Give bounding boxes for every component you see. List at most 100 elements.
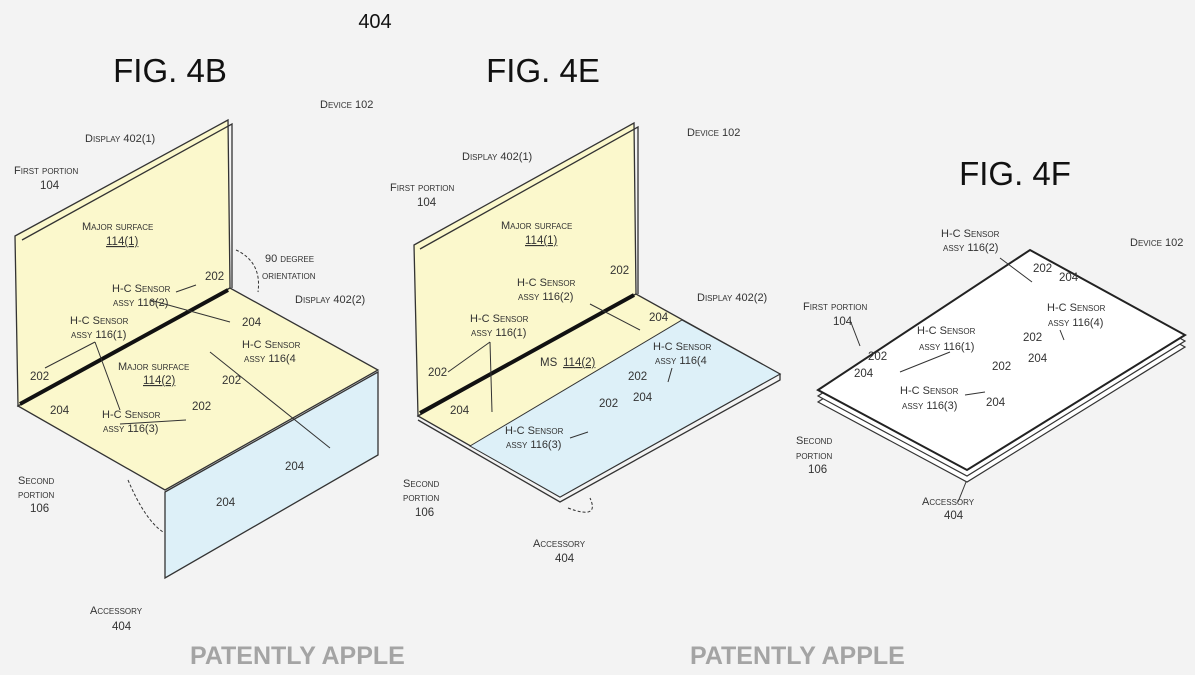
label: portion [403,492,440,504]
label: 202 [992,361,1011,373]
label: Accessory [922,496,975,508]
figure-4e-labels: Device 102 Display 402(1) First portion … [390,127,767,565]
label: portion [18,489,55,501]
label: assy 116(4) [1048,317,1103,329]
label: assy 116(3) [103,423,158,435]
label: 204 [633,392,653,404]
label: 204 [986,397,1006,409]
label: assy 116(1) [71,329,126,341]
label: 204 [854,368,874,380]
figure-4f-labels: Device 102 H-C Sensor assy 116(2) 202 20… [796,228,1183,522]
label: 114(2) [563,357,596,369]
figure-4b: FIG. 4B [14,52,380,580]
label: 404 [112,621,132,633]
watermark: PATENTLY APPLE [690,642,905,670]
label: 204 [1028,353,1048,365]
label: 202 [1033,263,1052,275]
label: 90 degree [265,253,314,265]
label: H-C Sensor [112,283,171,295]
label: orientation [262,270,316,282]
label: 204 [216,497,236,509]
label: 202 [1023,332,1042,344]
label: MS [540,357,558,369]
label: 204 [285,461,305,473]
label: 202 [192,401,211,413]
first-portion-slab [816,248,1187,472]
label: Display 402(2) [295,294,365,306]
label: Accessory [90,605,143,617]
label: H-C Sensor [242,339,301,351]
label: H-C Sensor [505,425,564,437]
label: 106 [30,503,49,515]
label: 114(1) [525,235,558,247]
figure-4b-title: FIG. 4B [113,52,227,89]
label: Display 402(1) [462,151,532,163]
figure-4e: FIG. 4E [413,52,782,513]
label: Major surface [82,221,153,233]
label: 202 [222,375,241,387]
label: 106 [415,507,434,519]
label: 202 [30,371,49,383]
label: Major surface [118,361,189,373]
label: Second [403,478,439,490]
label: 114(1) [106,236,139,248]
label: H-C Sensor [470,313,529,325]
label: assy 116(2) [113,297,168,309]
figure-4f: FIG. 4F [816,155,1187,503]
label: 104 [40,180,60,192]
label: First portion [803,301,868,313]
label: assy 116(1) [919,341,974,353]
label: 202 [599,398,618,410]
label: assy 116(4 [655,355,707,367]
figure-4e-title: FIG. 4E [486,52,600,89]
label: H-C Sensor [102,409,161,421]
label: Accessory [533,538,586,550]
label: assy 116(2) [518,291,573,303]
label: assy 116(2) [943,242,998,254]
label: 202 [610,265,629,277]
label: H-C Sensor [517,277,576,289]
label: 104 [833,316,853,328]
hinge [19,288,229,406]
label: 204 [1059,272,1079,284]
label: H-C Sensor [941,228,1000,240]
sheet-reference-number: 404 [358,11,391,33]
label: 204 [50,405,70,417]
label: assy 116(3) [506,439,561,451]
label: First portion [14,165,79,177]
label: H-C Sensor [900,385,959,397]
accessory-panel [164,370,379,580]
label: assy 116(1) [471,327,526,339]
label: 104 [417,197,437,209]
label: portion [796,450,833,462]
watermark: PATENTLY APPLE [190,642,405,670]
label: H-C Sensor [917,325,976,337]
label: Device 102 [687,127,740,139]
label: Second [796,435,832,447]
hinge [419,293,635,415]
label: assy 116(4 [244,353,296,365]
label: 404 [555,553,575,565]
figure-4f-title: FIG. 4F [959,155,1071,192]
label: First portion [390,182,455,194]
label: H-C Sensor [653,341,712,353]
label: Device 102 [1130,237,1183,249]
label: 106 [808,464,827,476]
label: Device 102 [320,99,373,111]
label: 114(2) [143,375,176,387]
label: H-C Sensor [70,315,129,327]
label: 202 [868,351,887,363]
label: 404 [944,510,964,522]
label: 204 [242,317,262,329]
label: 202 [628,371,647,383]
label: assy 116(3) [902,400,957,412]
label: Second [18,475,54,487]
label: 202 [428,367,447,379]
figure-4b-labels: Device 102 Display 402(1) First portion … [14,99,373,633]
label: Display 402(1) [85,133,155,145]
label: 202 [205,271,224,283]
label: 204 [649,312,669,324]
label: 204 [450,405,470,417]
